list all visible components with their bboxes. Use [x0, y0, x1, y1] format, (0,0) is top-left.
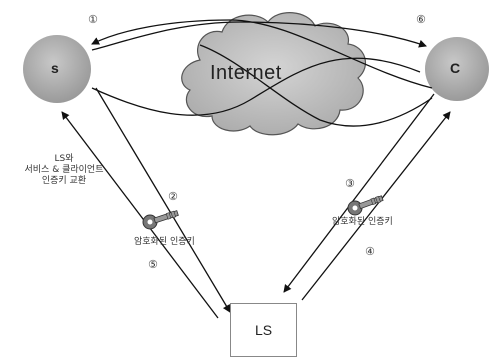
internet-cloud	[181, 12, 367, 136]
client-label: C	[450, 60, 461, 76]
arrow-step5	[61, 111, 219, 319]
arrow-step4	[301, 111, 451, 301]
arrow-step2	[95, 87, 231, 313]
encrypted-key-label-left: 암호화된 인증키	[134, 237, 195, 247]
ls-node: LS	[230, 303, 297, 357]
client-node-circle	[425, 37, 489, 101]
key-exchange-note: LS와 서비스 & 클라이언트 인증키 교환	[18, 154, 110, 187]
key-icon-left	[142, 210, 179, 230]
curve-cross-b	[199, 44, 433, 127]
ls-label: LS	[254, 322, 273, 338]
internet-label: Internet	[210, 62, 282, 84]
arrow-step1	[91, 19, 433, 89]
curve-cross-a	[91, 57, 421, 116]
key-icon-right	[347, 195, 384, 216]
arrow-step3	[283, 93, 435, 293]
step6-marker: ⑥	[416, 13, 426, 26]
key-exchange-line2: 서비스 & 클라이언트	[24, 165, 104, 175]
step1-marker: ①	[88, 13, 98, 26]
step4-marker: ④	[365, 245, 375, 258]
encrypted-key-label-right: 암호화된 인증키	[332, 217, 393, 227]
step5-marker: ⑤	[148, 258, 158, 271]
server-label: s	[51, 60, 59, 76]
arrow-step6	[91, 21, 427, 51]
step3-marker: ③	[345, 177, 355, 190]
server-node-circle	[23, 35, 91, 103]
key-exchange-line1: LS와	[54, 154, 74, 164]
step2-marker: ②	[168, 190, 178, 203]
key-exchange-line3: 인증키 교환	[41, 176, 87, 186]
